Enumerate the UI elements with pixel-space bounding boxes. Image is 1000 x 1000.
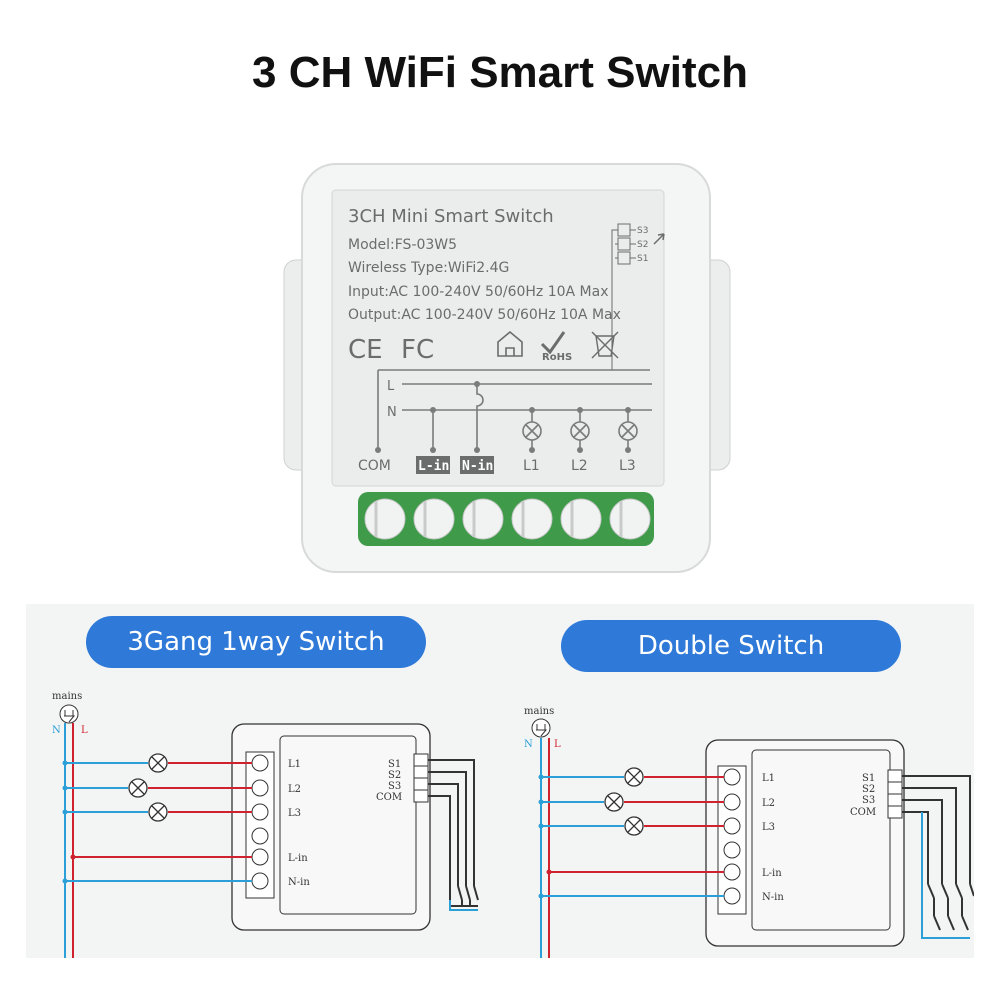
mod-left-nin: N-in xyxy=(288,877,310,888)
terminal-label-lin-bg xyxy=(416,456,450,474)
mod-right-l2: L2 xyxy=(762,798,775,809)
diagram-heading-double: Double Switch xyxy=(561,620,901,672)
switch-label-s1: S1 xyxy=(637,254,648,264)
mod-right-com: COM xyxy=(850,807,876,818)
diagram-heading-3gang: 3Gang 1way Switch xyxy=(86,616,426,668)
mod-right-nin: N-in xyxy=(762,892,784,903)
terminal-label-lin: L-in xyxy=(418,459,449,474)
label-schematic xyxy=(377,369,652,450)
mod-left-l1: L1 xyxy=(288,759,301,770)
neutral-label-right: N xyxy=(524,739,533,750)
device-wireless: Wireless Type:WiFi2.4G xyxy=(348,260,509,276)
mod-left-com: COM xyxy=(376,792,402,803)
mod-left-s1: S1 xyxy=(388,759,401,770)
mod-right-lin: L-in xyxy=(762,868,782,879)
fcc-mark-icon: FC xyxy=(401,335,434,365)
mod-right-l3: L3 xyxy=(762,822,775,833)
terminal-label-l3: L3 xyxy=(619,458,636,474)
device-output: Output:AC 100-240V 50/60Hz 10A Max xyxy=(348,307,621,323)
switch-port-block: S3 S2 S1 xyxy=(611,223,665,370)
mod-left-l3: L3 xyxy=(288,808,301,819)
device-name: 3CH Mini Smart Switch xyxy=(348,206,554,227)
rohs-label: RoHS xyxy=(542,352,572,363)
terminal-label-nin-bg xyxy=(460,456,494,474)
switch-label-s2: S2 xyxy=(637,240,648,250)
wiring-diagram-svg: mains N L L1 L2 L3 L-in N-in S1 S2 S3 CO… xyxy=(52,691,974,958)
live-label: L xyxy=(81,725,88,736)
mod-right-l1: L1 xyxy=(762,773,775,784)
mod-left-s2: S2 xyxy=(388,770,401,781)
module-left xyxy=(231,723,431,931)
neutral-label: N xyxy=(52,725,61,736)
mod-left-l2: L2 xyxy=(288,784,301,795)
mod-right-s2: S2 xyxy=(862,784,875,795)
module-right xyxy=(705,739,905,947)
mod-left-s3: S3 xyxy=(388,781,401,792)
mains-label-right: mains xyxy=(524,706,554,717)
device-model: Model:FS-03W5 xyxy=(348,237,457,253)
smart-switch-module: 3CH Mini Smart Switch Model:FS-03W5 Wire… xyxy=(270,160,740,580)
module-illustration: 3CH Mini Smart Switch Model:FS-03W5 Wire… xyxy=(283,163,731,573)
plug-icon xyxy=(59,704,79,724)
terminal-screws xyxy=(364,498,651,540)
wiring-diagrams: 3Gang 1way Switch Double Switch mains N … xyxy=(26,604,974,958)
ce-mark-icon: CE xyxy=(348,335,383,365)
house-icon xyxy=(497,330,523,357)
device-input: Input:AC 100-240V 50/60Hz 10A Max xyxy=(348,284,609,300)
bus-label-l: L xyxy=(387,379,395,394)
terminal-label-l2: L2 xyxy=(571,458,588,474)
page-title: 3 CH WiFi Smart Switch xyxy=(252,48,748,97)
mains-label: mains xyxy=(52,691,82,702)
terminal-label-com: COM xyxy=(358,458,391,474)
bus-label-n: N xyxy=(387,405,397,420)
mod-right-s1: S1 xyxy=(862,773,875,784)
mod-right-s3: S3 xyxy=(862,795,875,806)
terminal-label-nin: N-in xyxy=(462,459,493,474)
diagram-left: mains N L L1 L2 L3 L-in N-in S1 S2 S3 CO… xyxy=(52,691,479,958)
mod-left-lin: L-in xyxy=(288,853,308,864)
plug-icon-right xyxy=(531,718,551,738)
terminal-label-l1: L1 xyxy=(523,458,540,474)
weee-bin-icon xyxy=(591,331,619,359)
live-label-right: L xyxy=(554,739,561,750)
rohs-check-icon xyxy=(540,331,566,355)
arrow-icon xyxy=(653,233,665,245)
switch-label-s3: S3 xyxy=(637,226,648,236)
diagram-right: mains N L L1 L2 L3 L-in N-in S1 S2 S3 CO… xyxy=(524,706,974,958)
